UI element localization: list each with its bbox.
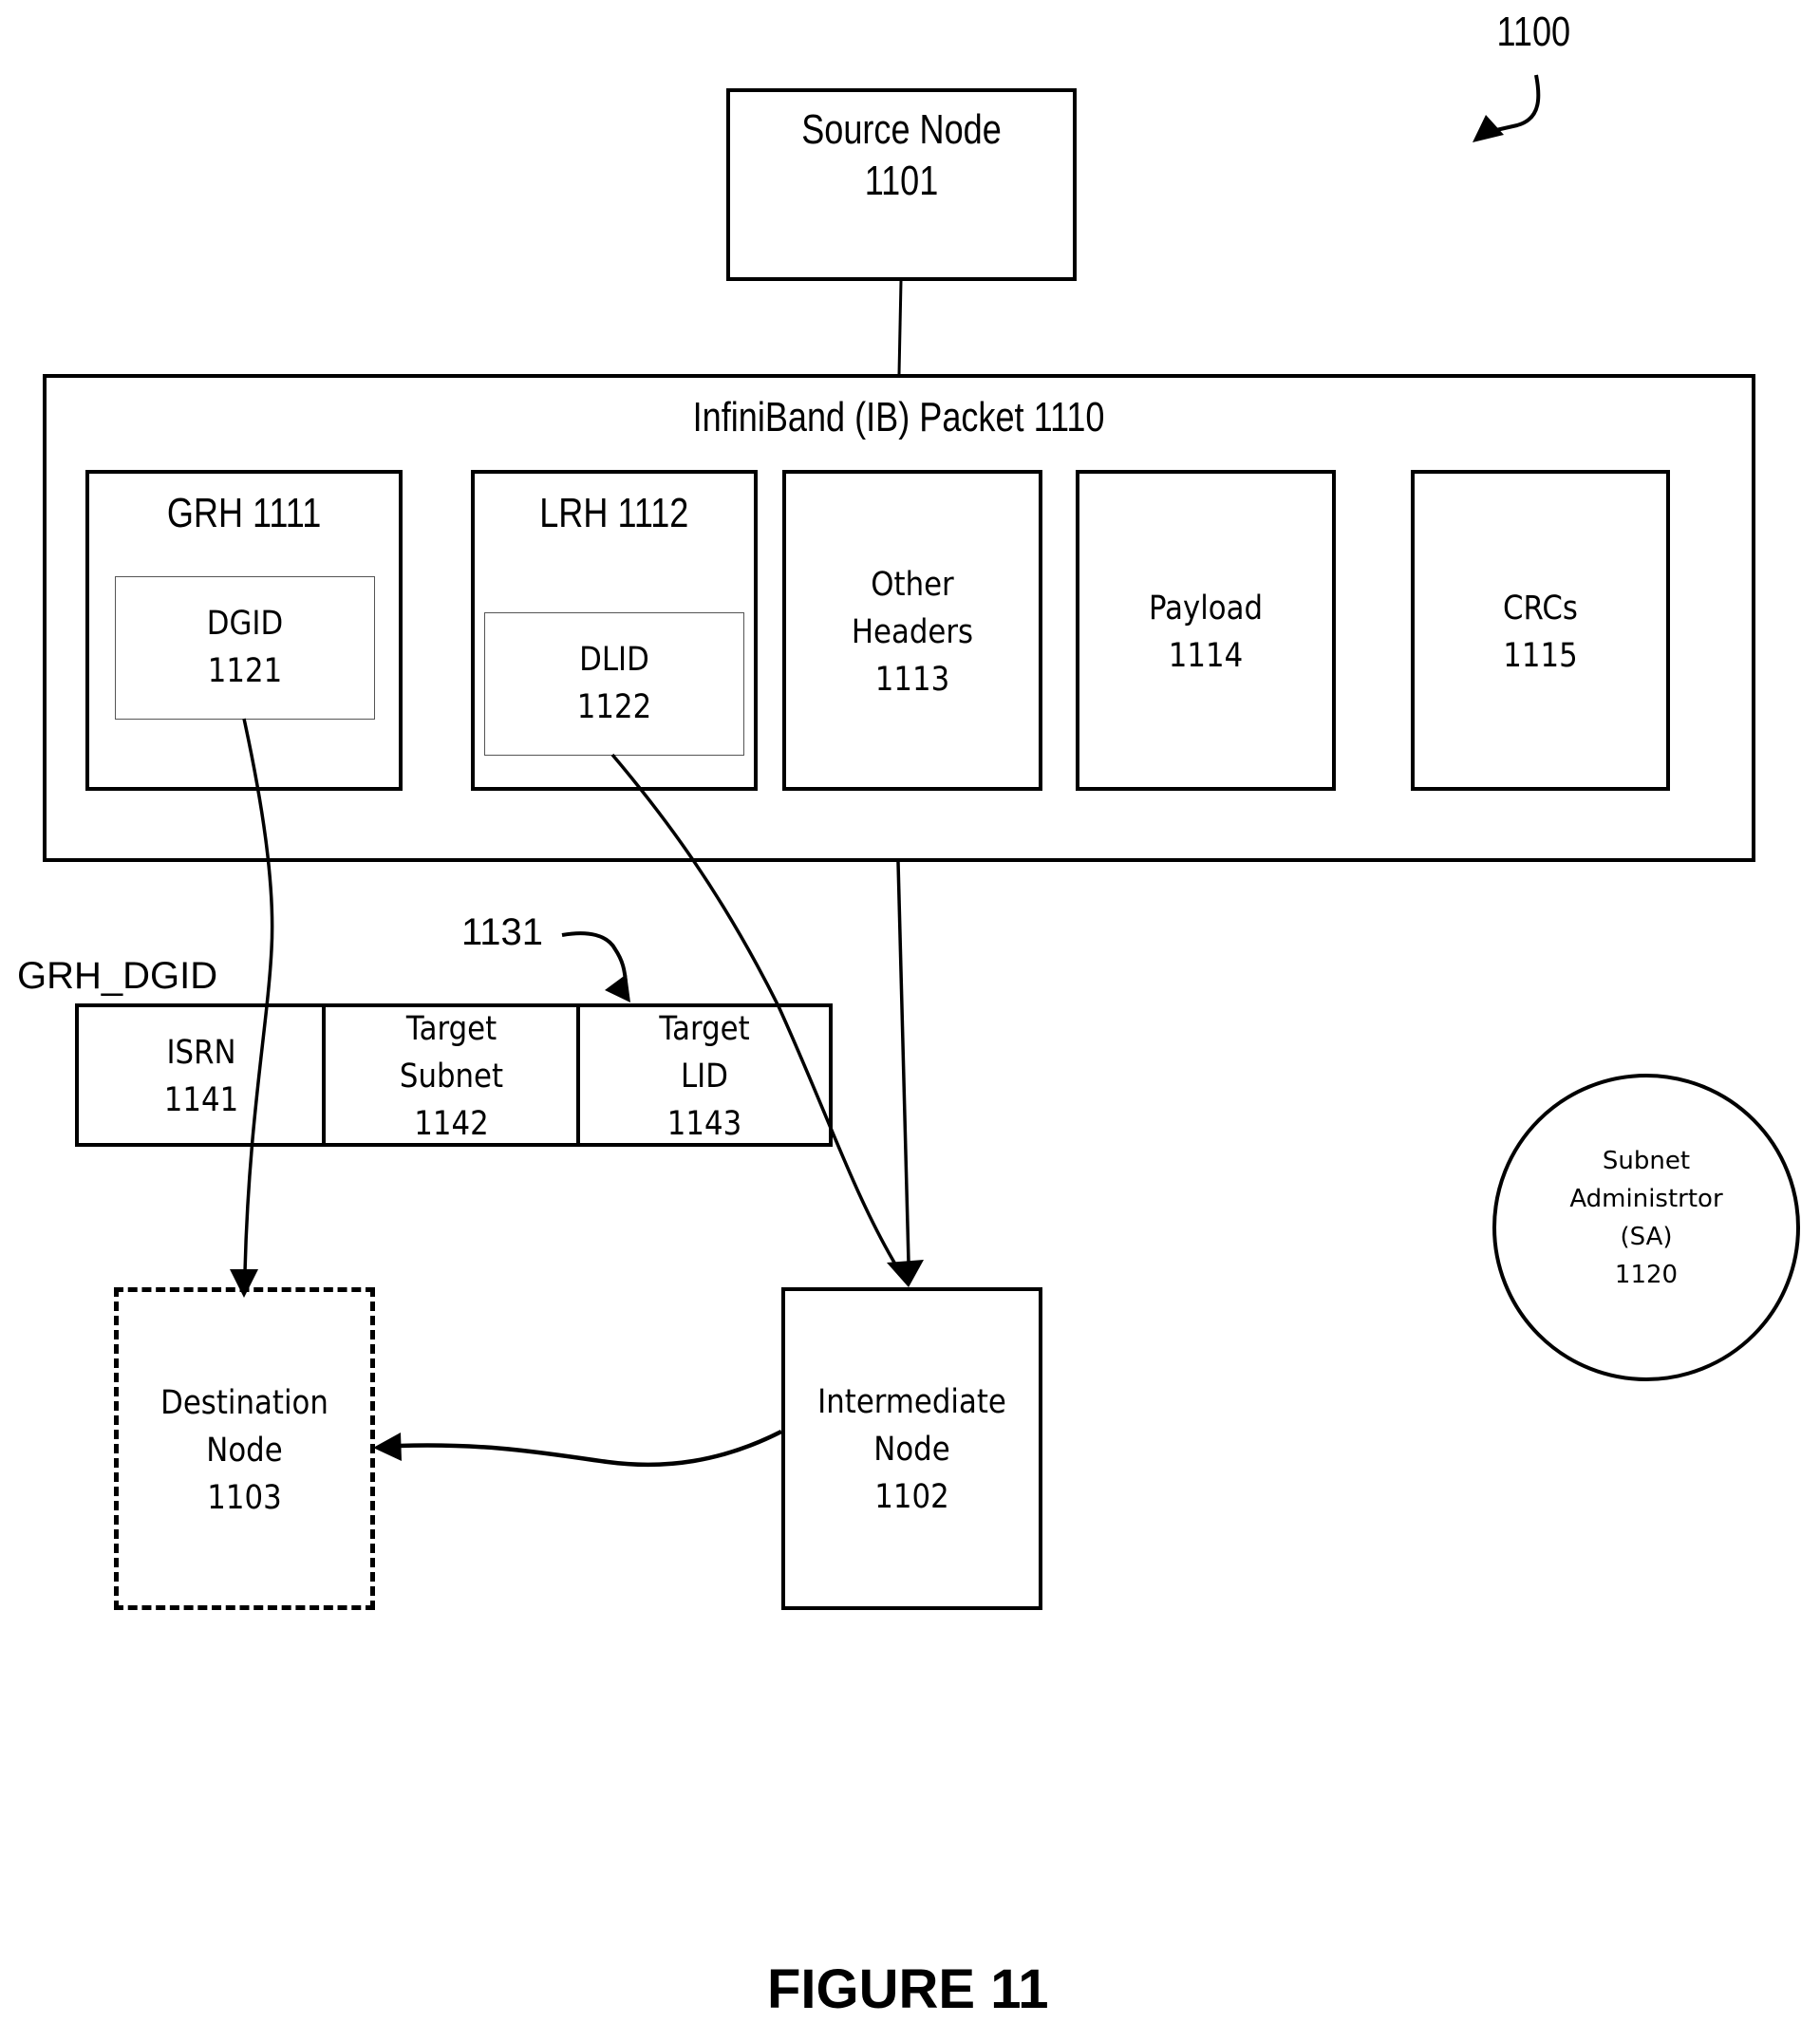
figure-caption: FIGURE 11 (767, 1957, 1049, 2021)
intermediate-to-destination-arrow (399, 1432, 781, 1465)
figure-ref-arrow (1496, 75, 1538, 130)
packet-to-intermediate-line (898, 862, 909, 1263)
dlid-to-intermediate-arrow (612, 755, 897, 1267)
grh-dgid-ref-arrow (562, 933, 626, 983)
dgid-to-destination-arrow (244, 719, 272, 1272)
packet-to-intermediate-arrowhead (887, 1260, 924, 1287)
intermediate-to-destination-arrowhead (373, 1433, 402, 1461)
dgid-to-destination-arrowhead (230, 1269, 258, 1298)
source-to-packet-line (899, 281, 901, 374)
grh-dgid-ref-arrowhead (605, 974, 630, 1002)
